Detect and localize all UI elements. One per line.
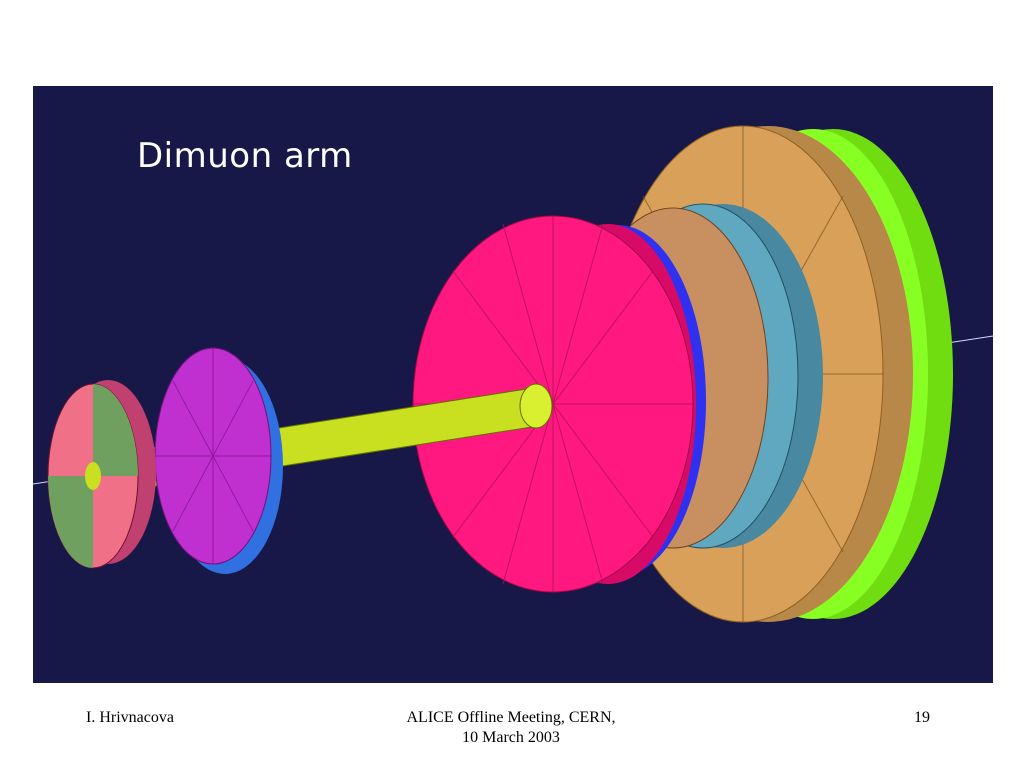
footer-author: I. Hrivnacova bbox=[86, 709, 174, 726]
image-title: Dimuon arm bbox=[137, 136, 353, 176]
detector-rendering: Dimuon arm bbox=[33, 86, 993, 683]
footer-event-line1: ALICE Offline Meeting, CERN, bbox=[406, 709, 616, 726]
page-number: 19 bbox=[914, 709, 930, 726]
footer-event: ALICE Offline Meeting, CERN, 10 March 20… bbox=[350, 708, 672, 748]
small-front-disc bbox=[47, 380, 156, 569]
footer-event-line2: 10 March 2003 bbox=[462, 729, 560, 746]
pink-front-disc bbox=[412, 215, 696, 593]
magenta-disc bbox=[154, 347, 283, 574]
detector-geometry bbox=[33, 125, 993, 623]
